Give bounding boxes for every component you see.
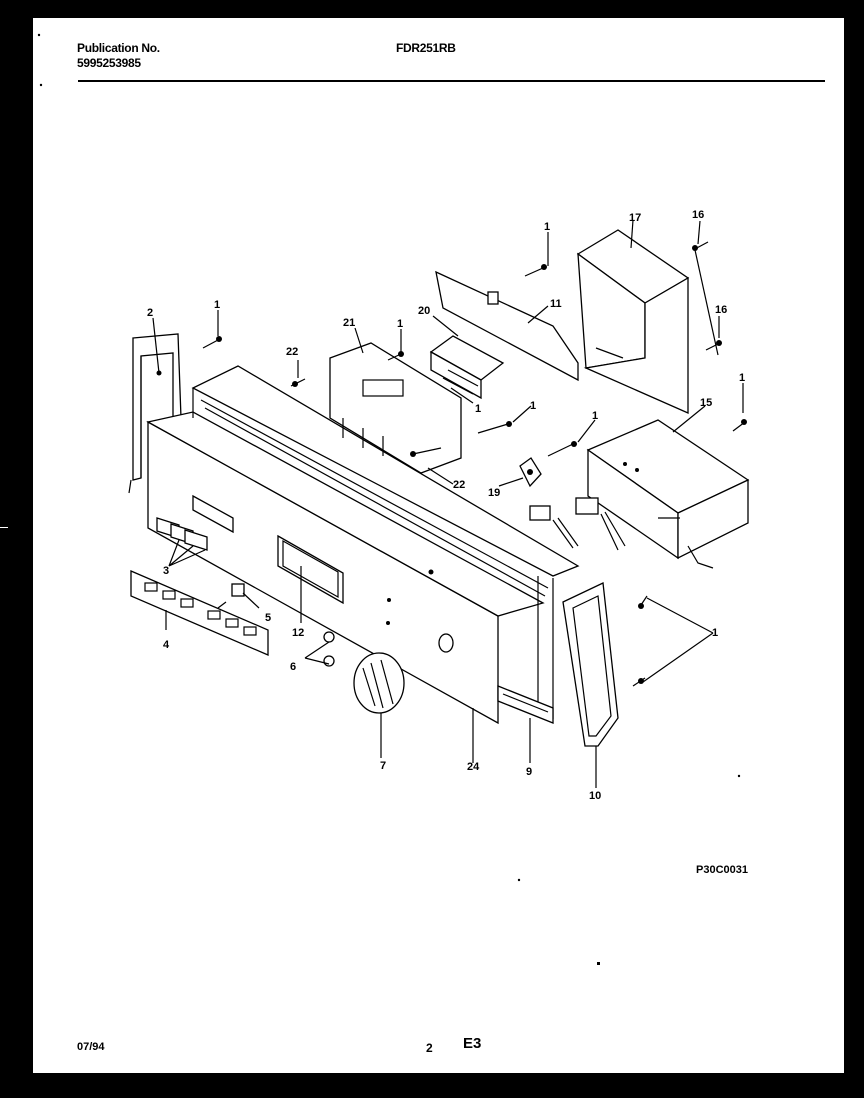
part-24-console-panel [146,365,580,725]
part-3-buttons [156,517,208,551]
callout-1: 1 [397,318,403,330]
page: Publication No. 5995253985 FDR251RB [33,18,844,1073]
callout-22: 22 [286,346,298,358]
callout-1: 1 [475,403,481,415]
callout-11: 11 [550,298,562,310]
callout-24: 24 [467,761,480,773]
callout-1: 1 [739,372,745,384]
callout-17: 17 [629,212,641,224]
edge-mark [0,527,8,528]
speck [737,774,741,778]
part-4-keypad [130,570,269,656]
callout-16: 16 [692,209,704,221]
callout-20: 20 [418,305,430,317]
part-21-circuit-board [329,342,462,474]
callout-10: 10 [589,790,601,802]
callout-19: 19 [488,487,500,499]
part-6-lenses [323,631,335,667]
publication-label: Publication No. [77,41,160,55]
speck [517,878,521,882]
leader-lines [152,219,744,788]
callout-15: 15 [700,397,712,409]
part-9-trim-rail [497,685,554,724]
part-17-cover [576,229,690,414]
part-19-clip [519,457,542,488]
callout-9: 9 [526,766,532,778]
callout-5: 5 [265,612,271,624]
callout-16: 16 [715,304,727,316]
callout-22: 22 [453,479,465,491]
header-rule [78,80,825,82]
page-number: 2 [426,1041,433,1055]
exploded-parts-drawing: 2 1 1 1 1 1 1 1 1 1 3 4 5 6 7 9 10 11 12… [37,33,750,965]
callout-4: 4 [163,639,170,651]
figure-code: P30C0031 [696,864,748,876]
wire-connectors [529,497,626,551]
callout-2: 2 [147,307,153,319]
part-7-knob [353,652,405,714]
callout-6: 6 [290,661,296,673]
callout-3: 3 [163,565,169,577]
screws [202,241,747,687]
part-5-indicator [217,583,245,609]
footer-date: 07/94 [77,1041,105,1053]
part-11-bracket [435,270,579,382]
callout-1: 1 [544,221,550,233]
part-2-side-bracket [128,333,182,494]
callout-1: 1 [592,410,598,422]
publication-number: 5995253985 [77,56,141,70]
section-code: E3 [463,1035,482,1052]
callout-1: 1 [712,627,718,639]
part-20-relay [429,335,505,400]
speck [37,33,41,37]
callout-7: 7 [380,760,386,772]
callout-21: 21 [343,317,355,329]
callout-1: 1 [530,400,536,412]
callout-1: 1 [214,299,220,311]
model-number: FDR251RB [396,41,456,55]
callout-12: 12 [292,627,304,639]
speck [597,962,600,965]
part-10-end-cap [562,582,619,747]
callout-labels: 2 1 1 1 1 1 1 1 1 1 3 4 5 6 7 9 10 11 12… [147,209,745,802]
speck [39,83,43,87]
part-15-control-box [586,419,750,569]
